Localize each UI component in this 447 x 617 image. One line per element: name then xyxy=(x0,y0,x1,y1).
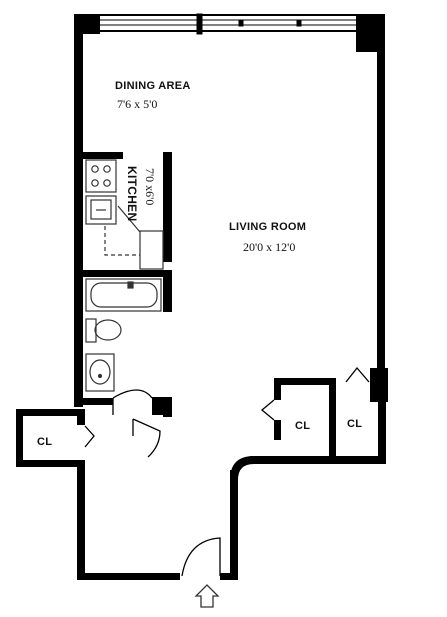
closet-right-door xyxy=(345,366,370,383)
wall-closet-center-left-low xyxy=(274,420,281,440)
walls xyxy=(16,14,388,580)
wall-corner-curve xyxy=(230,456,254,480)
wall-right-pier xyxy=(370,368,388,402)
bath-fixtures xyxy=(85,278,162,392)
bathtub xyxy=(85,278,162,312)
wall-left-lower xyxy=(74,382,83,407)
wall-closet-center-left xyxy=(274,378,281,400)
counter-dashed xyxy=(104,226,140,256)
refrigerator xyxy=(139,230,164,270)
entry-arrow-icon xyxy=(194,584,220,608)
wall-kitchen-top xyxy=(83,152,123,159)
living-room-size: 20'0 x 12'0 xyxy=(243,240,296,254)
kitchen-fixtures xyxy=(85,159,164,270)
wall-corridor-left xyxy=(77,460,85,577)
bath-sink xyxy=(85,353,115,392)
closet-right-label: CL xyxy=(347,418,363,430)
window xyxy=(100,13,356,35)
dining-area-size: 7'6 x 5'0 xyxy=(117,97,158,111)
closet-left-door xyxy=(84,425,95,448)
toilet-tank xyxy=(85,318,97,343)
wall-kitchen-bath xyxy=(83,270,172,277)
wall-corridor-left-end xyxy=(77,573,180,580)
wall-corridor-right xyxy=(230,470,238,580)
closet-center-door xyxy=(260,399,275,421)
wall-corridor-right-end xyxy=(220,573,237,580)
kitchen-label: KITCHEN xyxy=(125,166,139,222)
wall-closet-left-top xyxy=(16,409,83,416)
living-room-label: LIVING ROOM xyxy=(229,221,307,233)
wall-closet-left-bottom xyxy=(16,460,83,467)
entry-door xyxy=(181,537,221,577)
kitchen-size: 7'0 x6'0 xyxy=(143,168,157,206)
wall-bath-pier xyxy=(152,397,170,415)
wall-right xyxy=(377,14,385,370)
wall-right-lower xyxy=(378,400,386,462)
wall-closet-center-right xyxy=(329,378,336,463)
closet-left-label: CL xyxy=(37,436,53,448)
kitchen-sink xyxy=(85,195,117,225)
wall-bottom-right xyxy=(250,456,386,464)
wall-closet-center-top xyxy=(274,378,336,385)
wall-left-upper xyxy=(74,14,83,386)
stove xyxy=(85,159,117,193)
wall-kitchen-right xyxy=(163,152,172,262)
wall-closet-left-jamb-top xyxy=(77,409,85,425)
doors xyxy=(84,366,370,577)
bath-door xyxy=(112,389,153,399)
wall-closet-left-side xyxy=(16,409,23,467)
toilet-bowl xyxy=(94,319,122,341)
dining-area-label: DINING AREA xyxy=(115,80,191,92)
corridor-door xyxy=(132,418,161,458)
wall-bath-right xyxy=(163,276,172,312)
wall-bath-stub xyxy=(83,398,113,405)
closet-center-label: CL xyxy=(295,420,311,432)
